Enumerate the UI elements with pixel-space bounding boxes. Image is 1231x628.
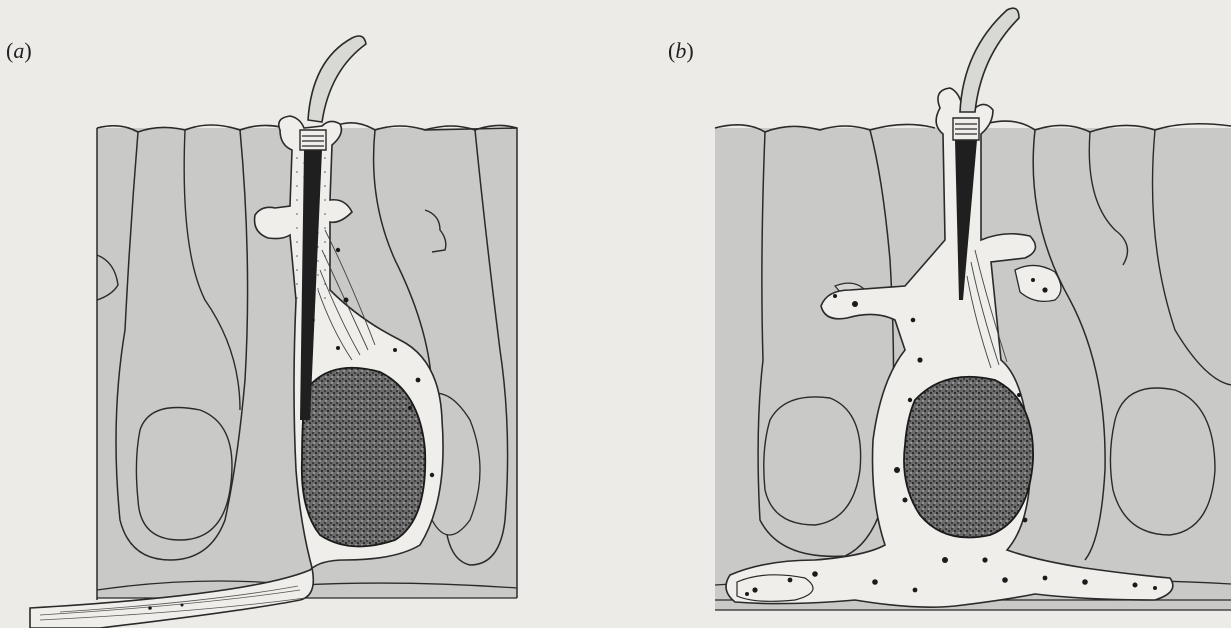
receptor-nucleus [904, 377, 1033, 538]
basal-vesicle [737, 575, 813, 602]
cilium [960, 8, 1019, 112]
receptor-nucleus [302, 368, 425, 547]
cell-illustration-b [615, 0, 1231, 628]
supporting-cell-nucleus [136, 408, 232, 541]
basal-body [300, 130, 326, 150]
supporting-cell-nucleus [1110, 388, 1215, 535]
supporting-cell-nucleus [764, 397, 861, 525]
cell-illustration-a [0, 0, 615, 628]
cilium [308, 36, 366, 122]
